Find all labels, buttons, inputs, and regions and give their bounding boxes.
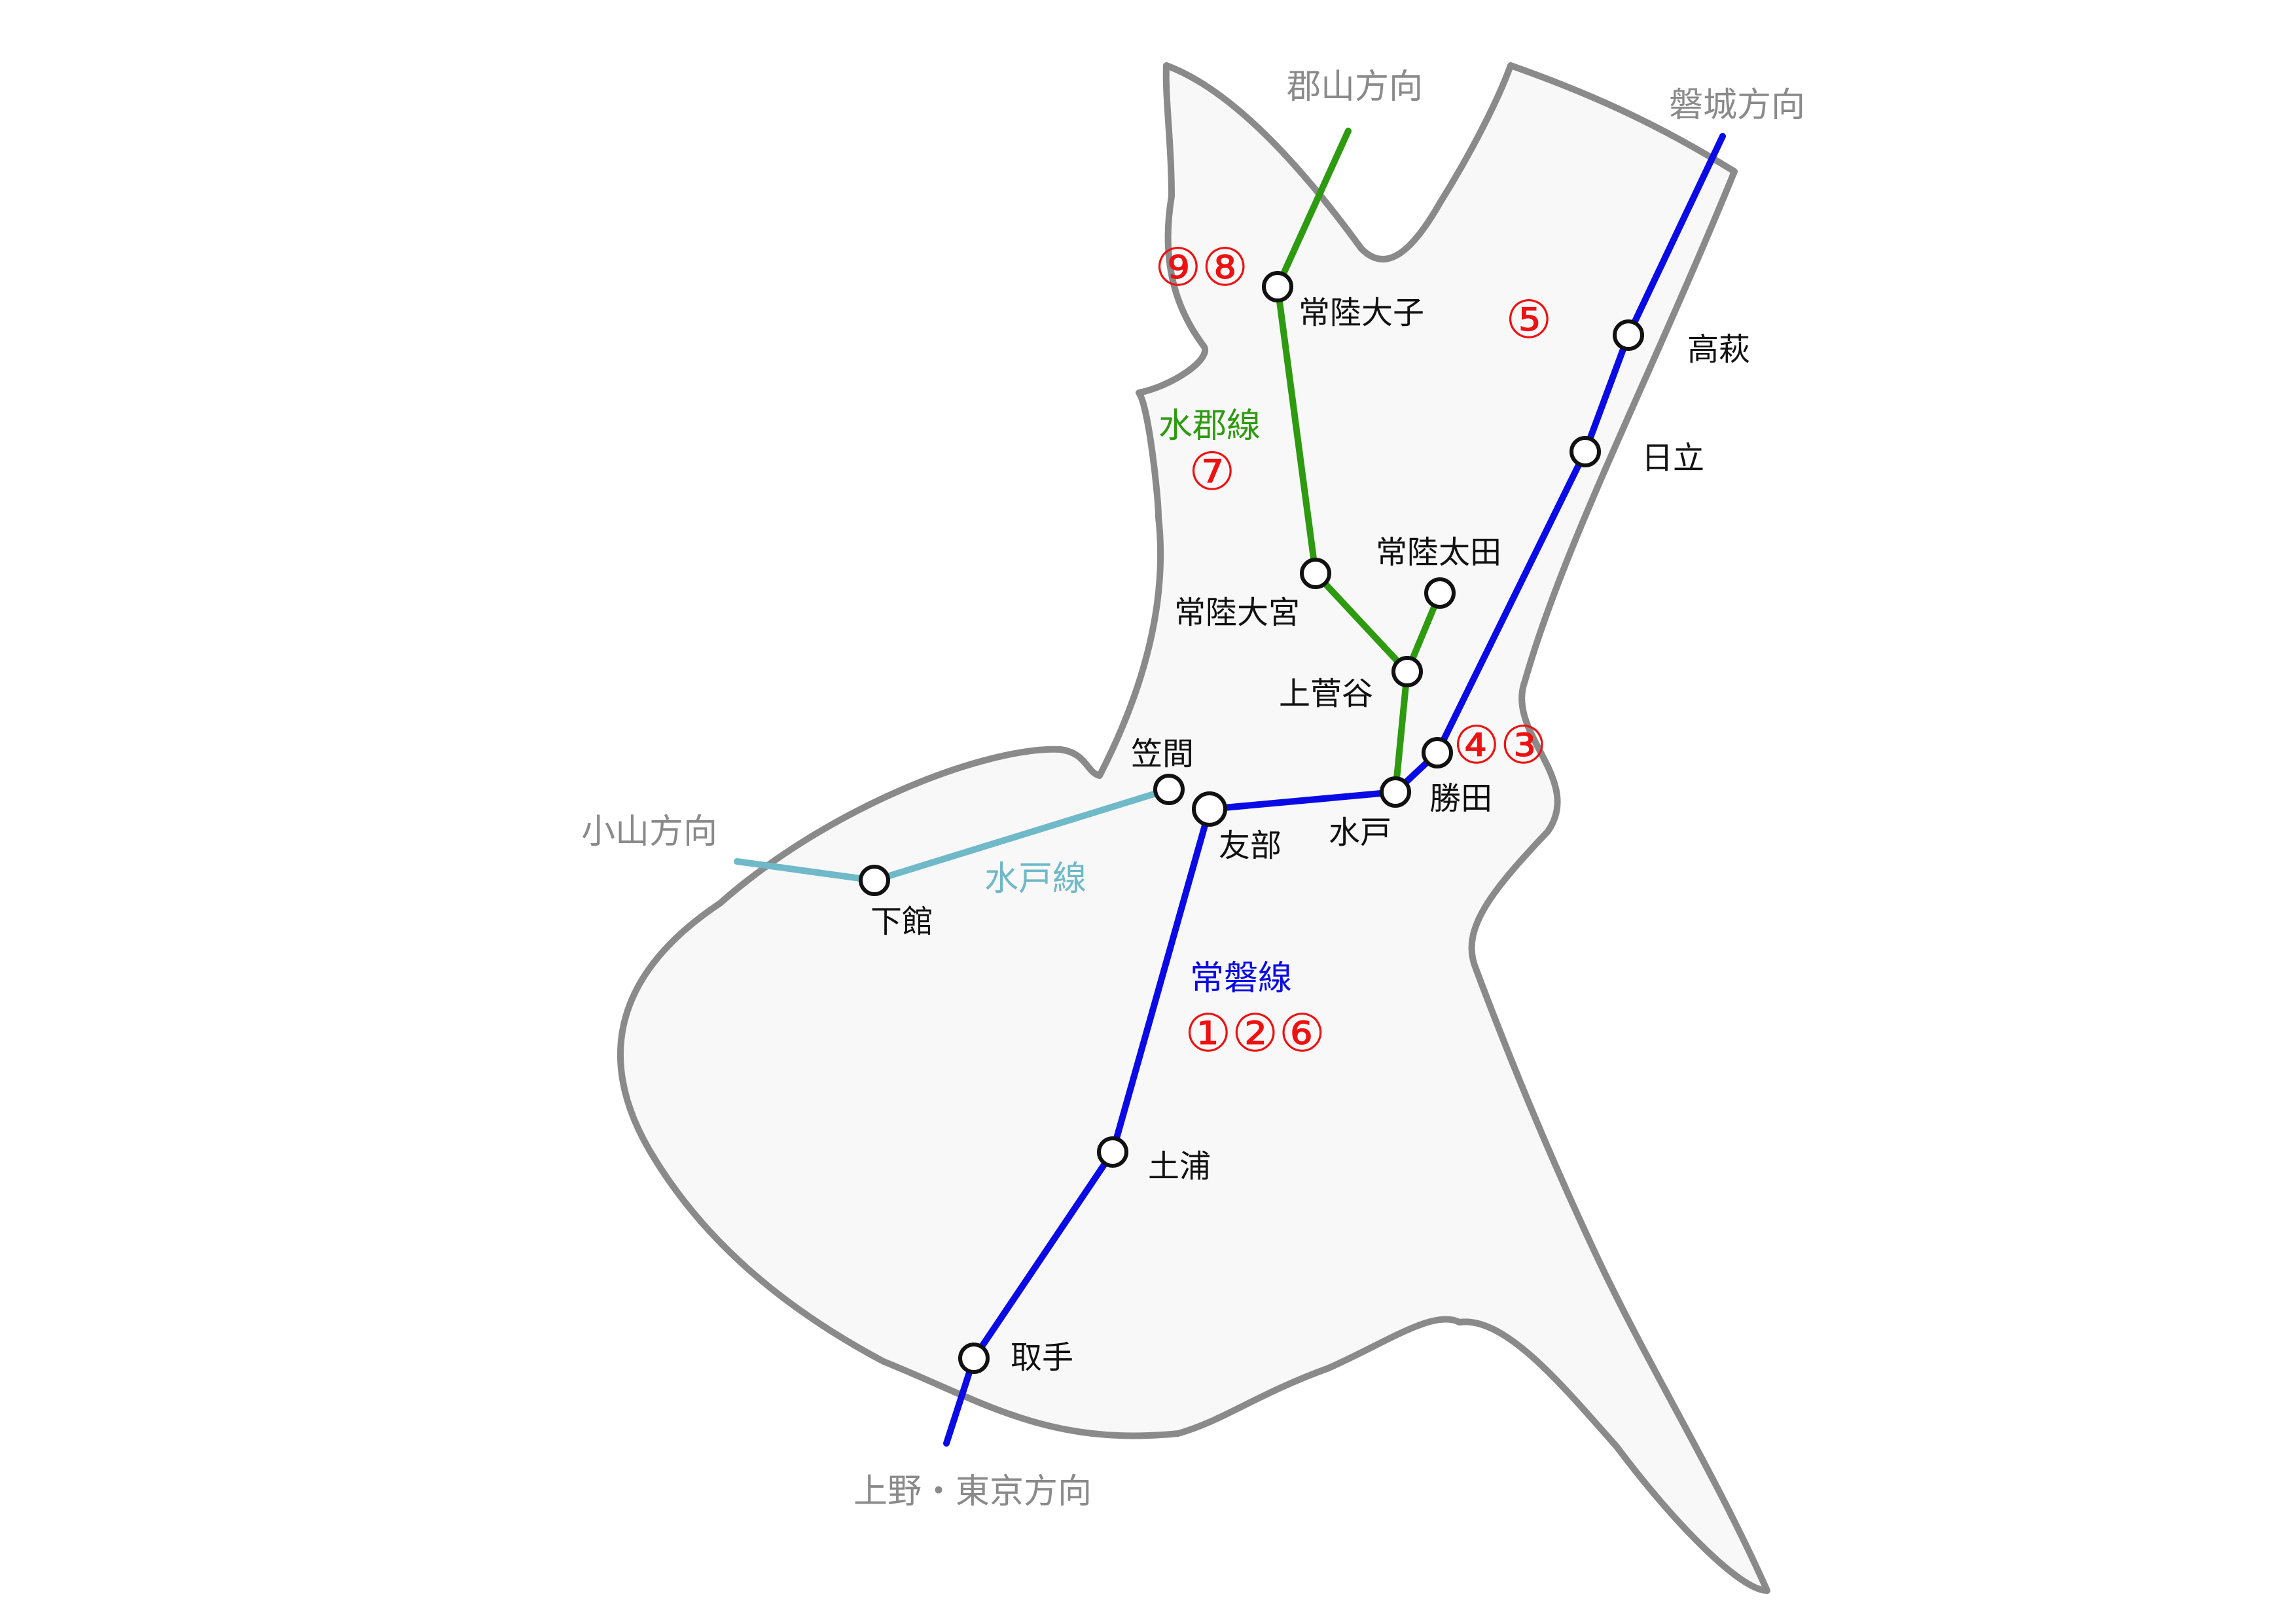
label-hitachi-omiya: 常陸大宮 (1174, 594, 1300, 631)
route-numbers-katsuta: ④③ (1453, 715, 1547, 776)
station-toride[interactable] (958, 1343, 990, 1374)
station-mito[interactable] (1380, 776, 1411, 808)
station-katsuta[interactable] (1422, 737, 1453, 768)
prefecture-outline (617, 62, 1770, 1594)
label-toride: 取手 (1011, 1339, 1073, 1376)
station-tsuchiura[interactable] (1097, 1136, 1128, 1168)
direction-oyama: 小山方向 (581, 812, 717, 852)
joban-route-numbers: ①②⑥ (1185, 1003, 1325, 1064)
station-hitachi-omiya[interactable] (1300, 558, 1331, 589)
direction-koriyama: 郡山方向 (1287, 67, 1423, 107)
label-kasama: 笠間 (1131, 736, 1194, 772)
label-takahagi: 高萩 (1687, 331, 1750, 368)
label-mito: 水戸 (1329, 814, 1391, 851)
station-shimodate[interactable] (859, 865, 890, 896)
label-katsuta: 勝田 (1429, 780, 1492, 817)
station-kasama[interactable] (1153, 774, 1185, 805)
label-shimodate: 下館 (870, 903, 933, 940)
station-takahagi[interactable] (1613, 319, 1644, 351)
station-hitachi-ota[interactable] (1424, 577, 1456, 609)
station-tomobe[interactable] (1192, 791, 1227, 827)
label-hitachi: 日立 (1641, 440, 1704, 477)
suigun-route-numbers: ⑦ (1189, 441, 1236, 502)
direction-iwaki: 磐城方向 (1669, 86, 1805, 125)
label-tomobe: 友部 (1219, 827, 1282, 864)
mito-line-label: 水戸線 (984, 859, 1086, 899)
route-numbers-hitachi-daigo: ⑨⑧ (1155, 237, 1248, 298)
route-number-north: ⑤ (1505, 289, 1552, 350)
station-kami-sugaya[interactable] (1391, 656, 1423, 687)
suigun-line-label: 水郡線 (1158, 406, 1261, 446)
label-hitachi-daigo: 常陸大子 (1299, 295, 1424, 331)
station-hitachi-daigo[interactable] (1262, 271, 1293, 302)
direction-ueno-tokyo: 上野・東京方向 (853, 1472, 1092, 1511)
label-hitachi-ota: 常陸太田 (1376, 534, 1501, 571)
station-hitachi[interactable] (1570, 436, 1601, 467)
joban-line-label: 常磐線 (1190, 959, 1292, 998)
label-kami-sugaya: 上菅谷 (1279, 676, 1373, 712)
label-tsuchiura: 土浦 (1148, 1148, 1211, 1185)
